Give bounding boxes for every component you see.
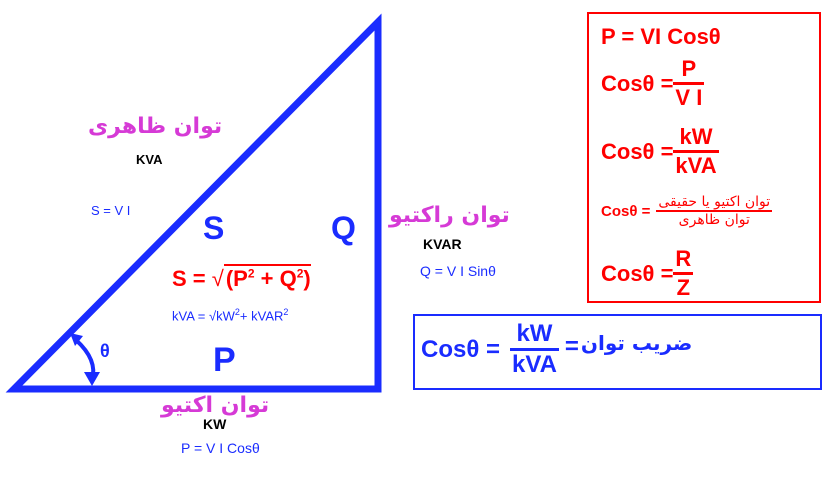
apparent-power-unit: KVA [136, 152, 163, 167]
active-power-formula: P = V I Cosθ [181, 440, 260, 456]
fraction-bar [673, 82, 705, 85]
angle-arc-icon [70, 333, 100, 386]
p-term: P [233, 266, 248, 291]
triangle-outline [5, 13, 382, 393]
power-factor-formulas-box: P = VI Cosθ Cosθ = P V I Cosθ = kW kVA C… [587, 12, 821, 303]
formula-lhs: Cosθ = [601, 138, 674, 164]
fraction: kW kVA [673, 124, 719, 179]
kva-lhs: kVA = √kW [172, 308, 235, 324]
formula-lhs: Cosθ = [601, 260, 674, 286]
p-exponent: 2 [247, 266, 255, 281]
denominator: V I [675, 85, 703, 110]
sqrt-symbol: √ [211, 266, 224, 291]
pythagoras-lhs: S = [172, 266, 212, 291]
formula-cos-kw-kva: Cosθ = kW kVA [601, 124, 719, 179]
fraction-bar [656, 210, 773, 212]
power-factor-label: ضریب توان [580, 330, 693, 355]
apparent-power-formula: S = V I [91, 203, 131, 218]
apparent-power-label: توان ظاهری [88, 114, 223, 139]
q-exponent: 2 [296, 266, 304, 281]
formula-p-vicos: P = VI Cosθ [601, 24, 721, 49]
reactive-power-label: توان راکتیو [389, 203, 510, 228]
fraction: توان اکتیو یا حقیقی توان ظاهری [656, 194, 773, 228]
fraction: R Z [673, 246, 694, 301]
active-power-unit: KW [203, 416, 227, 432]
kvar-term: + kVAR [239, 308, 284, 324]
fraction: kW kVA [510, 320, 559, 379]
side-label-s: S [203, 210, 225, 246]
kva-formula: kVA = √kW2+ kVAR2 [172, 307, 288, 323]
denominator: kVA [512, 351, 557, 378]
side-label-p: P [213, 341, 236, 379]
fraction-bar [673, 150, 719, 153]
numerator: R [675, 246, 692, 271]
fraction: P V I [673, 56, 705, 111]
q-term: Q [279, 266, 297, 291]
paren-close: ) [303, 266, 311, 291]
reactive-power-unit: KVAR [423, 236, 462, 252]
power-factor-box: Cosθ = kW kVA = ضریب توان [413, 314, 822, 390]
plus-sign: + [254, 266, 280, 291]
side-label-q: Q [331, 210, 356, 246]
power-factor-formula: Cosθ = kW kVA = ضریب توان [421, 320, 692, 379]
formula-cos-persian: Cosθ = توان اکتیو یا حقیقی توان ظاهری [601, 194, 773, 228]
formula-lhs: Cosθ = [601, 202, 651, 220]
reactive-power-formula: Q = V I Sinθ [420, 263, 496, 279]
numerator: kW [516, 320, 553, 347]
fraction-bar [673, 272, 694, 275]
formula-cos-r-z: Cosθ = R Z [601, 246, 694, 301]
formula-lhs: Cosθ = [601, 70, 674, 96]
equals-sign: = [564, 332, 579, 360]
formula-cos-p-vi: Cosθ = P V I [601, 56, 705, 111]
numerator: P [681, 56, 697, 81]
denominator: kVA [675, 153, 717, 178]
paren-open: ( [225, 266, 234, 291]
fraction-bar [510, 348, 559, 351]
denominator: توان ظاهری [678, 212, 750, 228]
denominator: Z [676, 275, 691, 300]
pythagoras-formula: S = √(P2 + Q2) [172, 264, 311, 292]
numerator: توان اکتیو یا حقیقی [658, 194, 771, 210]
kvar-exponent: 2 [283, 307, 289, 317]
kw-exponent: 2 [234, 307, 240, 317]
active-power-label: توان اکتیو [161, 393, 270, 418]
formula-lhs: Cosθ = [421, 335, 500, 363]
angle-theta: θ [100, 341, 110, 361]
numerator: kW [679, 124, 713, 149]
